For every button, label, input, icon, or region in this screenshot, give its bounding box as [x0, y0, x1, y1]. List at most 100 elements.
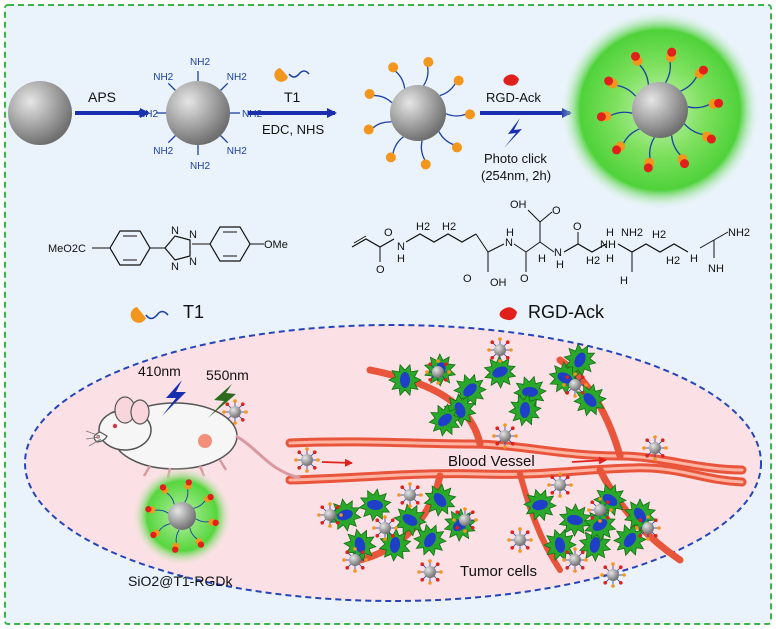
linker-arm: [683, 123, 704, 136]
linker-arm: [189, 527, 198, 540]
t1-icon-scheme: [274, 68, 310, 82]
probe-particle-inset: [145, 479, 219, 553]
t1-legend-label: T1: [183, 302, 204, 322]
linker-arm: [665, 60, 671, 83]
step2-conditions: EDC, NHS: [262, 122, 324, 137]
linker-arm: [638, 64, 650, 85]
step1-reagent: APS: [88, 89, 116, 105]
flow-arrow-left: [321, 458, 353, 467]
linker-arm: [154, 509, 169, 514]
t1-ring-n1: N: [171, 225, 179, 237]
probe-particle: [507, 527, 533, 553]
cell-nucleus: [454, 402, 466, 418]
t1-legend-icon: [130, 307, 169, 323]
probe-label: SiO2@T1-RGDk: [128, 573, 233, 589]
amine-linker: [220, 82, 229, 91]
probe-particle: [222, 399, 248, 425]
probe-particle: [342, 547, 368, 573]
cell-nucleus: [519, 402, 531, 418]
rgd-peptide-tip: [207, 493, 214, 501]
legend: T1 RGD-Ack: [130, 302, 605, 323]
rgd-oh-asp: OH: [510, 199, 527, 211]
rgd-o-acryl: O: [384, 227, 393, 239]
linker-arm: [438, 131, 455, 146]
rgd-nh2-arg: NH2: [621, 227, 643, 239]
t1-ring-n2: N: [189, 229, 197, 241]
probe-particle: [562, 547, 588, 573]
rgd-oh-lys: OH: [490, 277, 507, 289]
t1-tetrazole-tip: [363, 124, 374, 135]
probe-particle: [587, 497, 613, 523]
linker-arm: [394, 70, 406, 89]
probe-particle: [562, 372, 588, 398]
cell-nucleus: [337, 509, 353, 521]
rgd-h-arg1: H: [606, 253, 614, 265]
cell-nucleus: [402, 514, 418, 526]
rgd-conjugated-particle: [596, 47, 724, 173]
flow-arrow-right: [571, 456, 607, 465]
linker-arm: [610, 111, 633, 117]
probe-particle: [397, 482, 423, 508]
rgd-o1: O: [376, 264, 385, 276]
rgd-h-asp: H: [538, 253, 546, 265]
probe-particle: [635, 515, 661, 541]
linker-arm: [439, 82, 457, 97]
cell-nucleus: [592, 519, 608, 531]
cell-nucleus: [557, 372, 573, 384]
rgd-peptide-tip: [185, 479, 192, 486]
amine-group-label: NH2: [153, 72, 173, 83]
step2-reagent: T1: [284, 89, 301, 105]
probe-particle: [600, 562, 626, 588]
rgd-peptide-tip: [212, 519, 219, 526]
cell-nucleus: [354, 537, 366, 553]
rgd-h2-1: H2: [416, 221, 430, 233]
amine-group-label: NH2: [227, 72, 247, 83]
probe-particle: [487, 337, 513, 363]
linker-arm: [649, 137, 655, 160]
rgd-peptide-tip: [197, 541, 205, 548]
linker-arm: [166, 492, 175, 505]
t1-ring-n3: N: [189, 256, 197, 268]
t1-functionalized-particle: [363, 57, 475, 170]
step3-conditions-line2: (254nm, 2h): [481, 168, 551, 183]
rgd-peptide-tip: [159, 484, 167, 491]
linker-arm: [175, 529, 180, 544]
rgd-drop-icon-scheme: [503, 74, 519, 86]
t1-tetrazole-tip: [464, 109, 475, 120]
rgd-o-lys: O: [463, 273, 472, 285]
probe-particle: [294, 447, 320, 473]
t1-tetrazole-tip: [385, 152, 396, 163]
emission-wavelength: 550nm: [206, 367, 249, 383]
rgd-n-amide1: N: [397, 241, 405, 253]
t1-ring-n4: N: [171, 261, 179, 273]
cell-nucleus: [532, 499, 548, 511]
rgd-peptide-tip: [604, 76, 614, 86]
cell-nucleus: [574, 352, 586, 368]
rgd-legend-icon: [499, 307, 517, 321]
amine-group-label: NH2: [153, 146, 173, 157]
linker-arm: [670, 135, 682, 156]
t1-tetrazole-tip: [423, 57, 434, 68]
amine-group-label: NH2: [190, 57, 210, 68]
bare-silica-particle: [8, 81, 72, 145]
cell-nucleus: [522, 386, 538, 398]
rgd-nh-guan: NH: [708, 263, 724, 275]
rgd-nh2-guan: NH2: [728, 227, 750, 239]
blood-vessel-label: Blood Vessel: [448, 453, 535, 470]
cell-nucleus: [433, 492, 447, 508]
step3-conditions-line1: Photo click: [484, 151, 547, 166]
rgd-n-amide3: N: [554, 247, 562, 259]
rgd-h2-arg2: H2: [666, 255, 680, 267]
rgd-peptide-tip: [596, 112, 606, 122]
cell-nucleus: [567, 514, 583, 526]
rgd-h-gly: H: [606, 227, 614, 239]
t1-tetrazole-tip: [364, 88, 375, 99]
probe-particle: [317, 502, 343, 528]
cell-nucleus: [623, 532, 637, 548]
linker-arm: [372, 121, 392, 129]
rgd-peptide-tip: [172, 546, 179, 553]
linker-arm: [158, 523, 171, 532]
rgd-peptide-tip: [706, 134, 716, 144]
probe-particle: [425, 359, 451, 385]
